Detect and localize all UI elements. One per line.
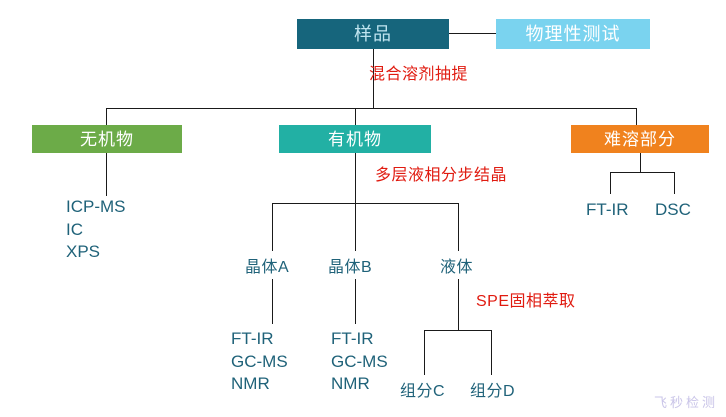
- line-main-bus: [106, 108, 636, 109]
- line-crystal-a-to-methods: [272, 279, 273, 324]
- process-label-mixed-solvent-extraction: 混合溶剂抽提: [369, 66, 469, 83]
- methods-crystal-a: FT-IR GC-MS NMR: [231, 329, 288, 394]
- line-to-crystal-a: [272, 203, 273, 251]
- line-inorganic-to-methods: [106, 153, 107, 196]
- process-label-spe-extraction: SPE固相萃取: [476, 293, 576, 310]
- line-to-component-c: [424, 330, 425, 375]
- line-insoluble-stem: [640, 153, 641, 172]
- node-sample-label: 样品: [354, 24, 392, 44]
- line-drop-inorganic: [106, 108, 107, 125]
- node-sample[interactable]: 样品: [297, 19, 449, 49]
- node-crystal-b[interactable]: 晶体B: [328, 259, 373, 276]
- method-insoluble-dsc: DSC: [655, 200, 691, 219]
- node-component-d[interactable]: 组分D: [470, 383, 516, 400]
- line-insoluble-to-ftir: [610, 172, 611, 194]
- line-insoluble-to-dsc: [674, 172, 675, 194]
- node-liquid[interactable]: 液体: [440, 259, 474, 276]
- node-organic[interactable]: 有机物: [279, 125, 431, 153]
- node-inorganic[interactable]: 无机物: [32, 125, 182, 153]
- watermark: 飞秒检测: [653, 395, 718, 410]
- node-insoluble[interactable]: 难溶部分: [571, 125, 709, 153]
- node-insoluble-label: 难溶部分: [604, 129, 676, 149]
- node-crystal-a[interactable]: 晶体A: [245, 259, 290, 276]
- line-organic-stem: [355, 153, 356, 204]
- line-crystal-b-to-methods: [355, 279, 356, 324]
- line-drop-organic: [355, 108, 356, 125]
- line-liquid-stem: [458, 279, 459, 330]
- line-to-liquid: [458, 203, 459, 251]
- methods-crystal-b: FT-IR GC-MS NMR: [331, 329, 388, 394]
- line-drop-insoluble: [636, 108, 637, 125]
- node-organic-label: 有机物: [328, 129, 382, 149]
- process-label-multilayer-crystallization: 多层液相分步结晶: [375, 167, 508, 184]
- node-component-c[interactable]: 组分C: [400, 383, 446, 400]
- line-crystal-bus: [272, 203, 459, 204]
- line-sample-to-physical: [449, 33, 496, 34]
- node-physical-test-label: 物理性测试: [525, 24, 621, 44]
- line-sample-stem: [373, 49, 374, 108]
- node-inorganic-label: 无机物: [80, 129, 134, 149]
- line-insoluble-bus: [610, 172, 674, 173]
- node-physical-test[interactable]: 物理性测试: [496, 19, 650, 49]
- line-to-component-d: [491, 330, 492, 375]
- method-insoluble-ftir: FT-IR: [586, 200, 629, 219]
- methods-inorganic: ICP-MS IC XPS: [66, 197, 126, 262]
- line-spe-bus: [424, 330, 491, 331]
- line-to-crystal-b: [355, 203, 356, 251]
